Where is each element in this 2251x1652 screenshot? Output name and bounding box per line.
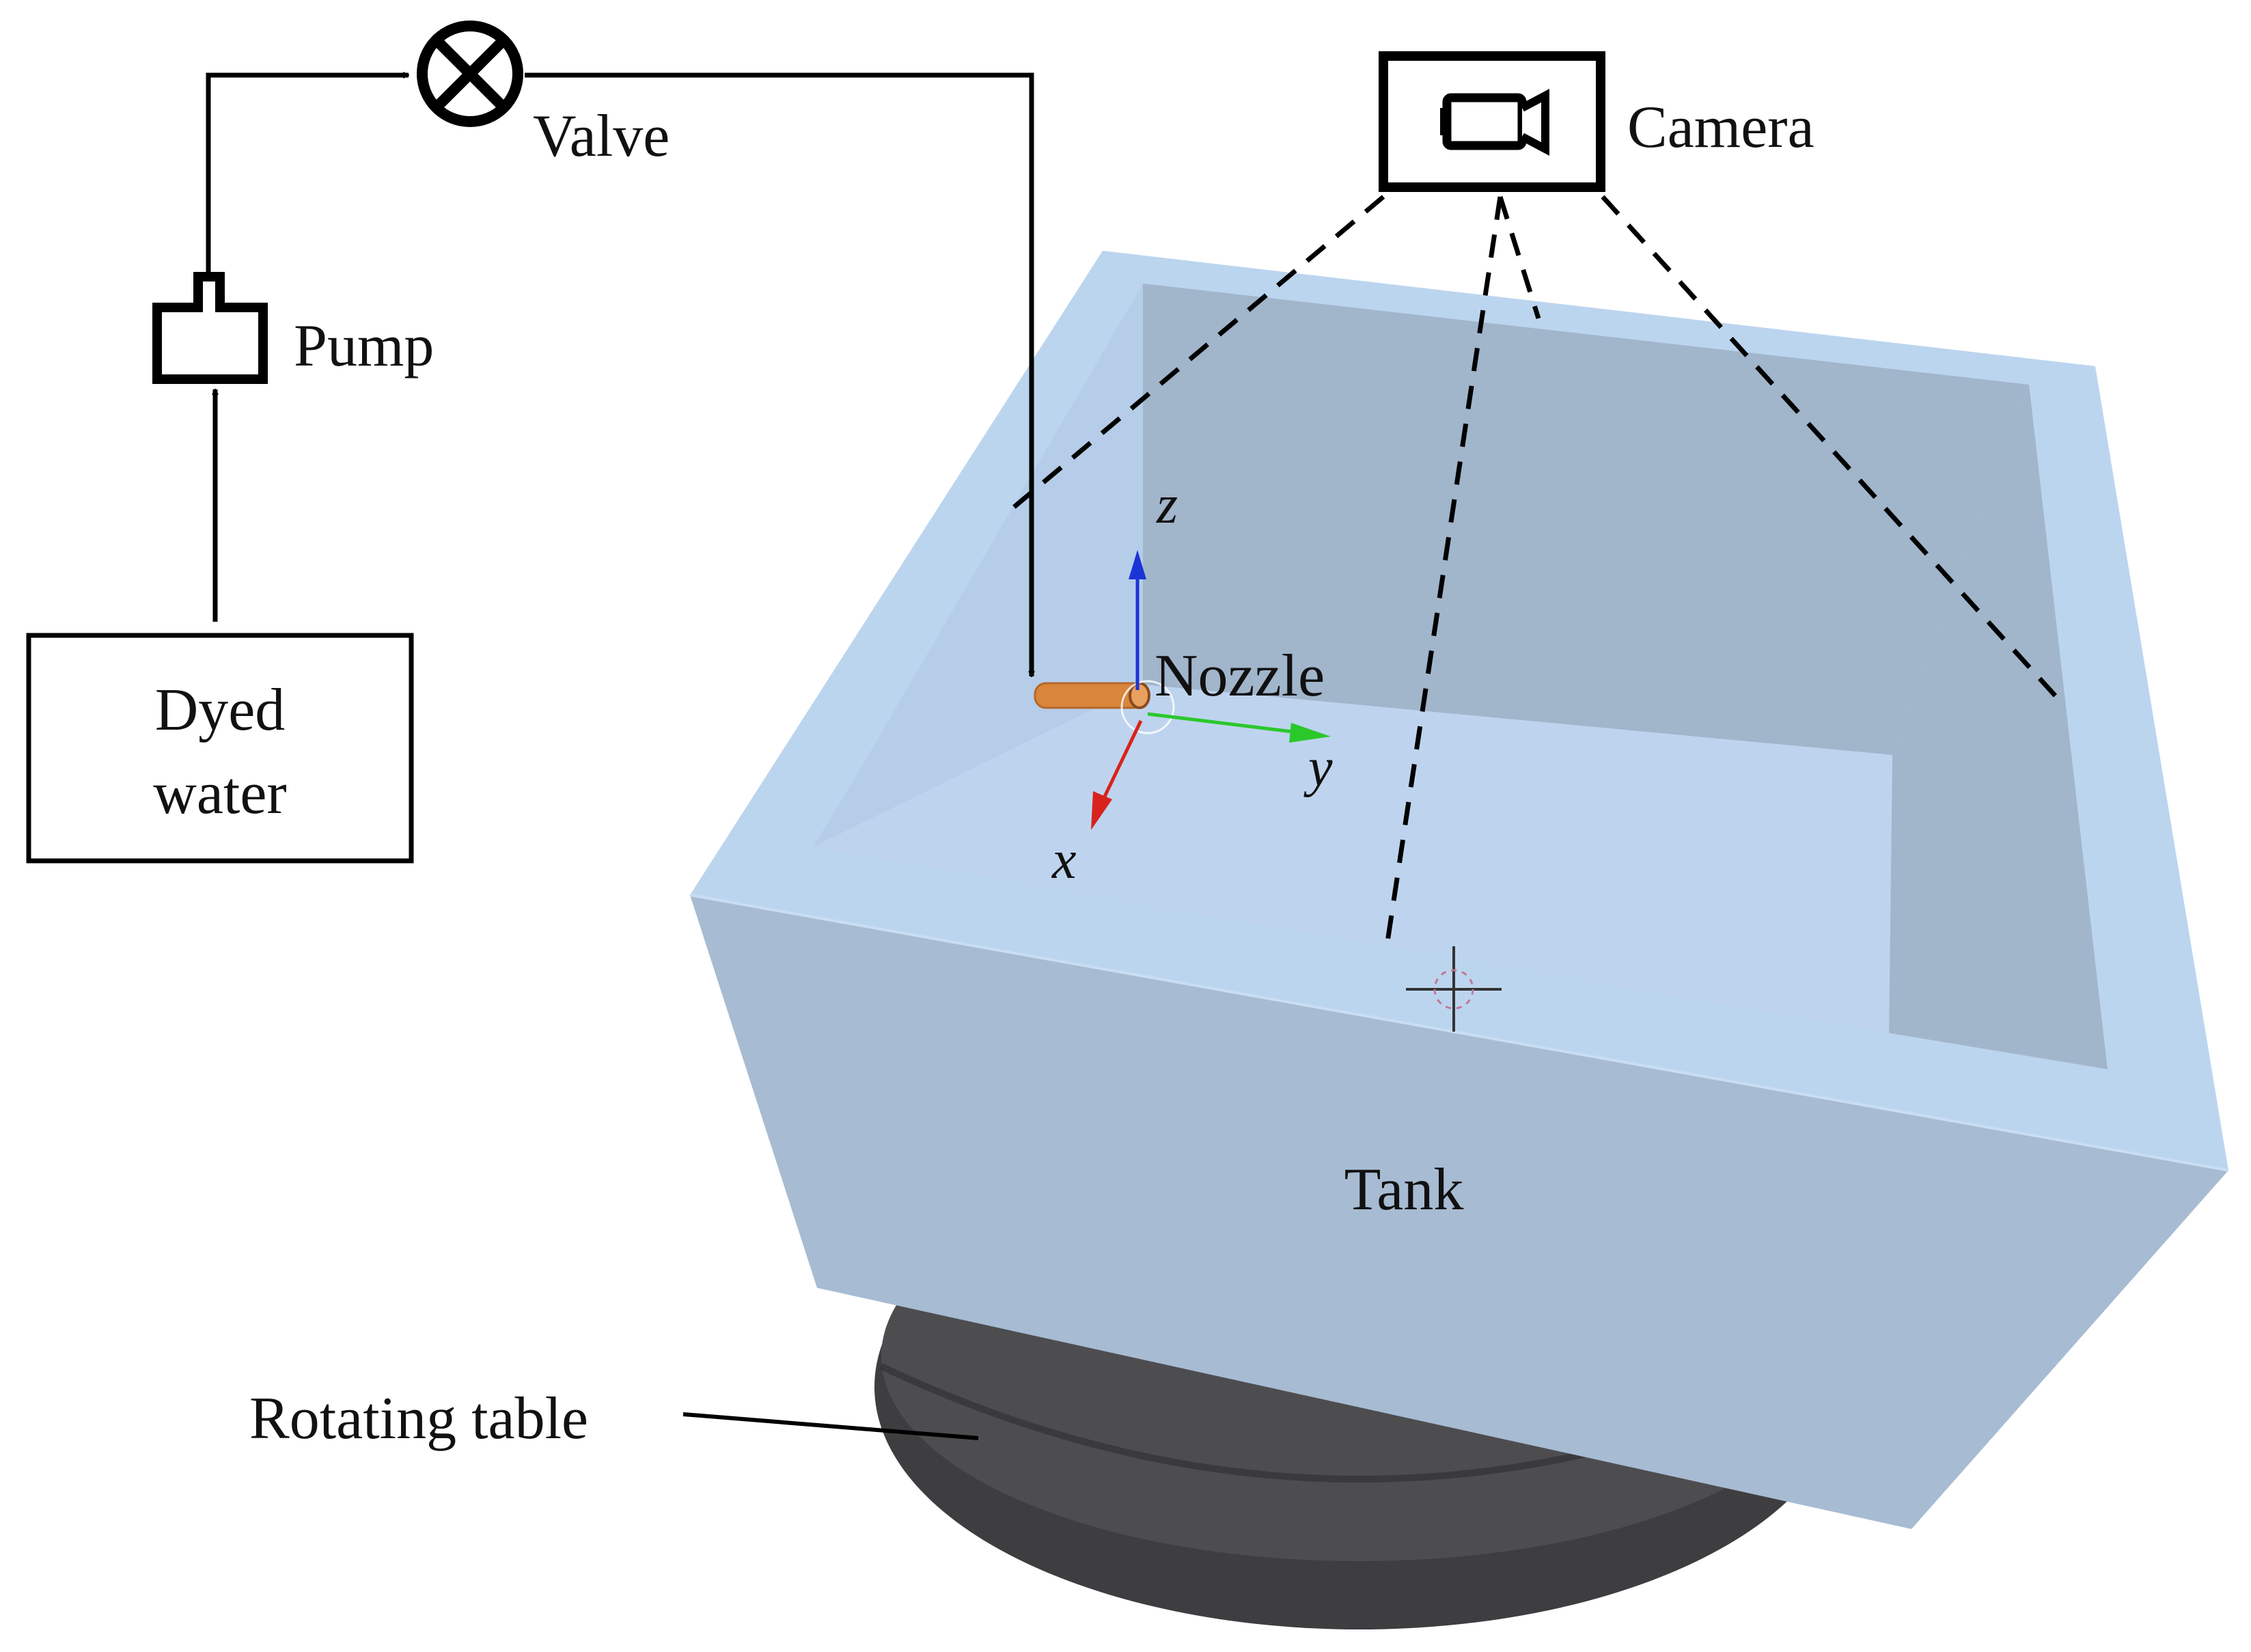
x-axis xyxy=(1101,719,1143,801)
y-axis-arrowhead xyxy=(1289,723,1331,743)
tank-label: Tank xyxy=(1344,1157,1464,1223)
target-crosshair-icon xyxy=(1406,946,1502,1032)
valve-label: Valve xyxy=(533,103,669,169)
pump-icon xyxy=(152,272,268,384)
camera-view-lines xyxy=(1006,195,2058,947)
tank-front-face xyxy=(690,895,2228,1529)
x-axis-arrowhead xyxy=(1091,791,1112,830)
coordinate-axes xyxy=(1091,550,1331,830)
dyed-water-box: Dyed water xyxy=(26,633,414,864)
tank-inner-right-wall xyxy=(1889,385,2108,1069)
flow-lines xyxy=(206,72,1032,676)
camera-icon xyxy=(1379,51,1605,192)
flow-line-valve-to-nozzle xyxy=(525,72,1032,676)
y-axis xyxy=(1147,712,1299,734)
y-axis-label: y xyxy=(1303,738,1333,798)
x-axis-label: x xyxy=(1051,830,1077,890)
flow-line-pump-to-valve xyxy=(206,75,409,273)
tank-inner-floor xyxy=(813,685,1892,1033)
dyed-water-label-line2: water xyxy=(153,760,286,827)
z-axis-arrowhead xyxy=(1129,550,1146,579)
rotating-table-label: Rotating table xyxy=(249,1386,588,1452)
nozzle-label: Nozzle xyxy=(1155,643,1325,709)
z-axis-label: z xyxy=(1156,475,1178,535)
tank-inner-back-wall xyxy=(1143,284,2029,755)
tank xyxy=(689,251,2229,1529)
nozzle xyxy=(1034,680,1175,734)
dyed-water-label-line1: Dyed xyxy=(155,677,286,743)
camera-label: Camera xyxy=(1627,94,1814,161)
rotating-table-leader-line xyxy=(682,1412,979,1440)
valve-icon xyxy=(417,20,523,127)
pump-label: Pump xyxy=(294,313,434,379)
